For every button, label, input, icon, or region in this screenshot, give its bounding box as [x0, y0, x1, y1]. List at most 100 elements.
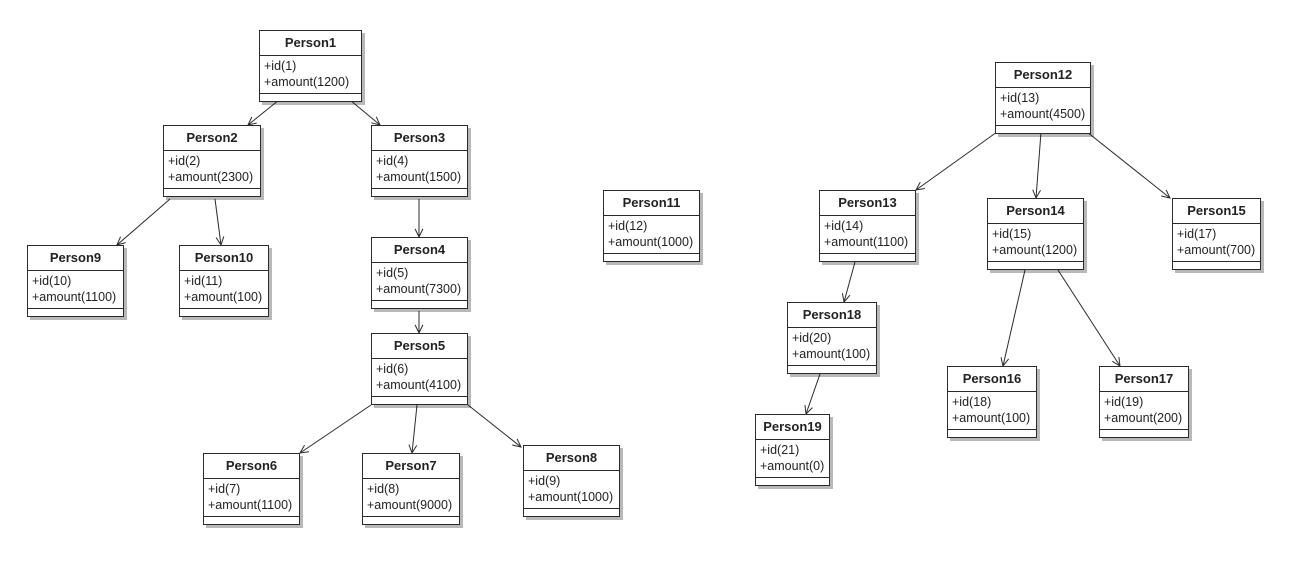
class-name: Person4 — [372, 238, 467, 263]
arrowhead-p18 — [841, 293, 851, 304]
class-name: Person14 — [988, 199, 1083, 224]
class-attributes: +id(13) +amount(4500) — [996, 88, 1090, 126]
class-box-person4[interactable]: Person4 +id(5) +amount(7300) — [371, 237, 468, 309]
association-line-p2-p9 — [116, 198, 171, 246]
class-operations — [180, 309, 268, 316]
association-line-p5-p8 — [467, 404, 522, 448]
attribute-amount: +amount(4100) — [376, 378, 462, 392]
class-operations — [988, 262, 1083, 269]
arrowhead-p13 — [915, 181, 925, 191]
class-operations — [372, 301, 467, 308]
class-name: Person18 — [788, 303, 876, 328]
attribute-amount: +amount(1200) — [992, 243, 1078, 257]
class-attributes: +id(14) +amount(1100) — [820, 216, 915, 254]
attribute-amount: +amount(1000) — [608, 235, 694, 249]
class-box-person8[interactable]: Person8 +id(9) +amount(1000) — [523, 445, 620, 517]
class-box-person5[interactable]: Person5 +id(6) +amount(4100) — [371, 333, 468, 405]
class-operations — [372, 397, 467, 404]
class-box-person3[interactable]: Person3 +id(4) +amount(1500) — [371, 125, 468, 197]
class-name: Person9 — [28, 246, 123, 271]
association-line-p1-p3 — [349, 99, 381, 126]
class-attributes: +id(5) +amount(7300) — [372, 263, 467, 301]
class-operations — [604, 254, 699, 261]
class-name: Person16 — [948, 367, 1036, 392]
attribute-id: +id(2) — [168, 154, 201, 168]
class-name: Person11 — [604, 191, 699, 216]
attribute-id: +id(5) — [376, 266, 409, 280]
class-operations — [948, 430, 1036, 437]
attribute-id: +id(4) — [376, 154, 409, 168]
arrowhead-p6 — [299, 444, 309, 454]
class-box-person12[interactable]: Person12 +id(13) +amount(4500) — [995, 62, 1091, 134]
association-line-p5-p7 — [411, 404, 418, 454]
arrowhead-p14 — [1032, 189, 1041, 200]
attribute-amount: +amount(100) — [184, 290, 263, 304]
attribute-id: +id(1) — [264, 59, 297, 73]
class-box-person2[interactable]: Person2 +id(2) +amount(2300) — [163, 125, 261, 197]
attribute-amount: +amount(1100) — [824, 235, 909, 249]
attribute-amount: +amount(1200) — [264, 75, 350, 89]
class-attributes: +id(11) +amount(100) — [180, 271, 268, 309]
arrowhead-p19 — [804, 405, 813, 416]
class-name: Person12 — [996, 63, 1090, 88]
class-operations — [524, 509, 619, 516]
association-line-p13-p18 — [843, 261, 856, 303]
class-name: Person13 — [820, 191, 915, 216]
class-box-person1[interactable]: Person1 +id(1) +amount(1200) — [259, 30, 362, 102]
attribute-id: +id(19) — [1104, 395, 1144, 409]
class-box-person11[interactable]: Person11 +id(12) +amount(1000) — [603, 190, 700, 262]
class-attributes: +id(9) +amount(1000) — [524, 471, 619, 509]
class-operations — [372, 189, 467, 196]
arrowhead-p3 — [371, 116, 381, 126]
arrowhead-p10 — [215, 236, 225, 247]
association-line-p14-p17 — [1057, 269, 1121, 367]
attribute-amount: +amount(2300) — [168, 170, 254, 184]
attribute-id: +id(7) — [208, 482, 241, 496]
class-box-person7[interactable]: Person7 +id(8) +amount(9000) — [362, 453, 460, 525]
class-name: Person17 — [1100, 367, 1188, 392]
class-box-person16[interactable]: Person16 +id(18) +amount(100) — [947, 366, 1037, 438]
arrowhead-p5 — [414, 324, 424, 335]
arrowhead-p2 — [247, 116, 257, 126]
class-box-person14[interactable]: Person14 +id(15) +amount(1200) — [987, 198, 1084, 270]
class-box-person17[interactable]: Person17 +id(19) +amount(200) — [1099, 366, 1189, 438]
class-name: Person2 — [164, 126, 260, 151]
class-attributes: +id(10) +amount(1100) — [28, 271, 123, 309]
class-attributes: +id(7) +amount(1100) — [204, 479, 299, 517]
attribute-id: +id(13) — [1000, 91, 1040, 105]
class-attributes: +id(2) +amount(2300) — [164, 151, 260, 189]
class-operations — [28, 309, 123, 316]
class-name: Person5 — [372, 334, 467, 359]
arrowhead-p4 — [414, 228, 424, 239]
class-attributes: +id(15) +amount(1200) — [988, 224, 1083, 262]
attribute-id: +id(15) — [992, 227, 1032, 241]
class-box-person18[interactable]: Person18 +id(20) +amount(100) — [787, 302, 877, 374]
attribute-id: +id(21) — [760, 443, 800, 457]
association-line-p2-p10 — [214, 198, 222, 246]
class-operations — [788, 366, 876, 373]
class-box-person6[interactable]: Person6 +id(7) +amount(1100) — [203, 453, 300, 525]
class-box-person10[interactable]: Person10 +id(11) +amount(100) — [179, 245, 269, 317]
attribute-id: +id(9) — [528, 474, 561, 488]
attribute-amount: +amount(200) — [1104, 411, 1183, 425]
association-line-p12-p15 — [1086, 131, 1171, 199]
class-box-person15[interactable]: Person15 +id(17) +amount(700) — [1172, 198, 1261, 270]
arrowhead-p15 — [1161, 189, 1171, 199]
class-box-person9[interactable]: Person9 +id(10) +amount(1100) — [27, 245, 124, 317]
class-attributes: +id(19) +amount(200) — [1100, 392, 1188, 430]
class-operations — [820, 254, 915, 261]
class-attributes: +id(8) +amount(9000) — [363, 479, 459, 517]
association-line-p1-p2 — [247, 99, 280, 126]
class-box-person19[interactable]: Person19 +id(21) +amount(0) — [755, 414, 830, 486]
class-operations — [1100, 430, 1188, 437]
arrowhead-p17 — [1112, 357, 1121, 367]
attribute-id: +id(8) — [367, 482, 400, 496]
class-operations — [1173, 262, 1260, 269]
class-name: Person10 — [180, 246, 268, 271]
class-operations — [996, 126, 1090, 133]
class-name: Person7 — [363, 454, 459, 479]
arrowhead-p8 — [512, 438, 522, 448]
attribute-amount: +amount(700) — [1177, 243, 1256, 257]
class-name: Person8 — [524, 446, 619, 471]
class-box-person13[interactable]: Person13 +id(14) +amount(1100) — [819, 190, 916, 262]
